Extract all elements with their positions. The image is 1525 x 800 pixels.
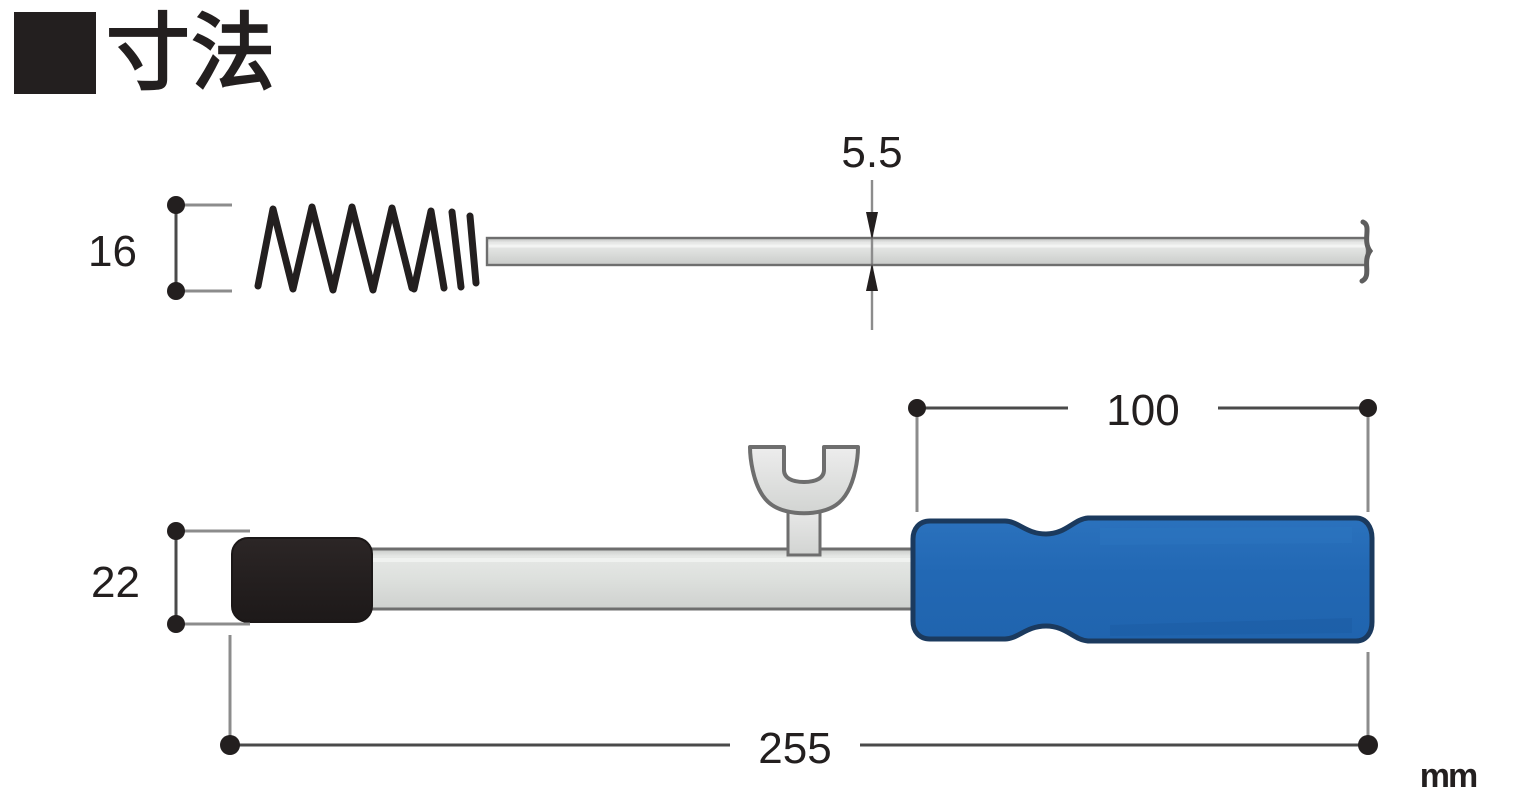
dimension-100: 100 [908,386,1377,512]
dimension-22-label: 22 [91,558,140,607]
dimension-16: 16 [88,196,232,300]
units-label: mm [1420,757,1477,795]
dimension-22: 22 [91,522,250,633]
filled-square-icon [14,12,96,94]
page-title: 寸法 [14,4,277,102]
y-fork-holder [748,445,860,557]
dimension-5-5: 5.5 [841,128,903,330]
upper-shaft-end-tip [1359,219,1374,284]
lower-view-group: 22 100 255 [91,386,1378,773]
blue-handle-bottom-shade [1110,618,1352,636]
dimension-100-label: 100 [1106,386,1179,435]
dimension-5-5-label: 5.5 [841,128,902,177]
coil-brush [254,203,480,294]
black-brush-head [231,537,373,623]
blue-handle [910,515,1375,644]
dimension-255-label: 255 [758,724,831,773]
dimension-16-label: 16 [88,227,137,276]
dimension-255: 255 [220,635,1378,773]
upper-shaft [485,236,1369,267]
upper-view-group: 16 5.5 [88,128,1374,330]
page-title-label: 寸法 [106,4,277,102]
blue-handle-taper-shade [1100,527,1352,545]
